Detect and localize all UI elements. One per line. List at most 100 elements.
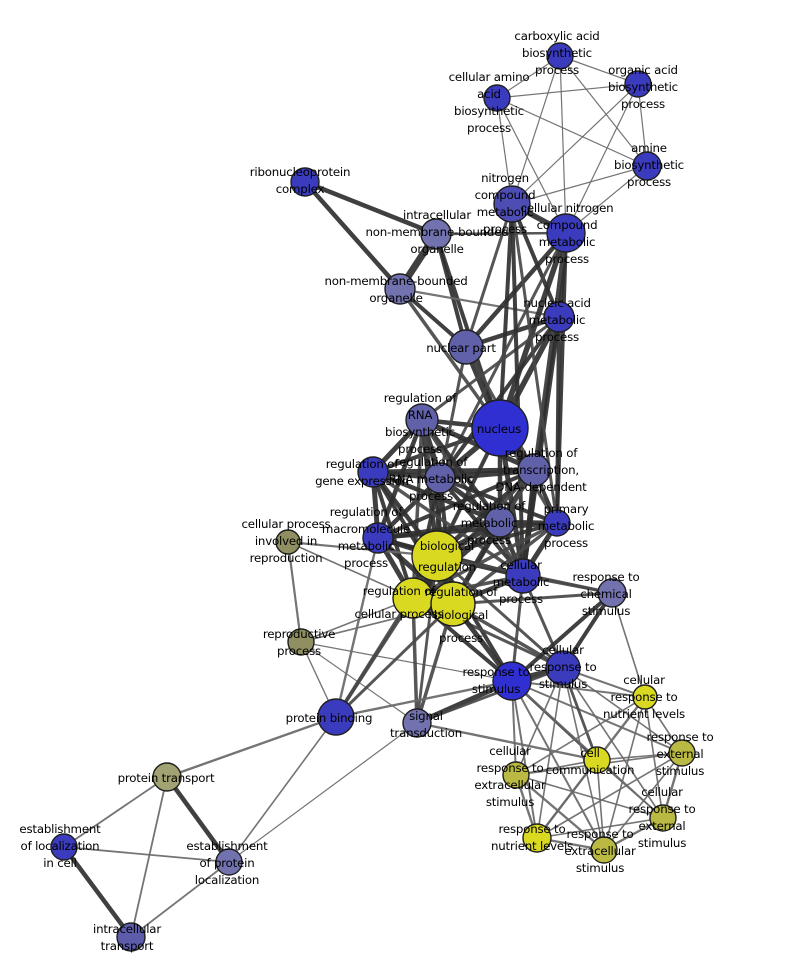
node-intracell-nmbo[interactable]	[420, 218, 452, 250]
node-nucleic-acid[interactable]	[543, 301, 575, 333]
node-biological-reg[interactable]	[411, 530, 463, 582]
edge-reg-gene-expr--cellular-metab	[372, 470, 524, 578]
edge-protein-transport--intracell-transport	[130, 776, 168, 938]
edge-nucleus--nitrogen	[498, 203, 514, 429]
node-nucleus[interactable]	[471, 399, 529, 457]
node-reg-gene-expr[interactable]	[357, 456, 389, 488]
node-cell-resp-stimulus[interactable]	[545, 650, 581, 686]
edge-cell-resp-nutrient--cell-resp-extracell	[515, 696, 646, 776]
edge-amino--amine	[496, 97, 648, 167]
node-cell-resp-extracell[interactable]	[502, 761, 530, 789]
node-intracell-transport[interactable]	[116, 922, 146, 952]
node-est-prot-loc[interactable]	[215, 848, 243, 876]
edge-cellular-nitrogen--primary-metab	[555, 232, 568, 524]
node-reg-macromol[interactable]	[362, 522, 394, 554]
edge-nucleic-acid--nitrogen	[510, 203, 561, 318]
node-reg-transcription[interactable]	[517, 453, 551, 487]
node-signal-transd[interactable]	[402, 708, 432, 738]
edge-pb--reg-biological	[334, 602, 455, 719]
edge-reg-gene-expr--reg-metabolic	[372, 469, 501, 525]
node-cell-proc-repro[interactable]	[275, 529, 301, 555]
node-nuclear-part[interactable]	[448, 329, 484, 365]
edge-pb--resp-stimulus	[335, 679, 513, 719]
edge-pb--protein-transport	[166, 715, 337, 779]
node-nitrogen[interactable]	[493, 185, 531, 223]
node-label-nucleus: nucleus	[477, 422, 521, 436]
node-carbox[interactable]	[546, 42, 574, 70]
node-label-protein-transport: protein transport	[118, 771, 215, 785]
node-reg-metabolic[interactable]	[484, 506, 516, 538]
edge-reg-macromol--primary-metab	[377, 521, 558, 540]
edge-est-loc-cell--est-prot-loc	[63, 846, 230, 863]
node-reg-rna-metab[interactable]	[424, 462, 456, 494]
node-ribo[interactable]	[290, 167, 320, 197]
node-organic[interactable]	[624, 70, 652, 98]
edge-primary-metab--reg-cellular	[412, 521, 558, 600]
edge-nucleus--cellular-nitrogen	[497, 232, 569, 429]
node-amine[interactable]	[632, 151, 662, 181]
edge-cell-comm--resp-extracell	[596, 759, 605, 851]
node-cellular-nitrogen[interactable]	[546, 213, 586, 253]
edge-resp-chemical--cell-resp-nutrient	[611, 592, 646, 698]
node-reg-rna-biosyn[interactable]	[405, 403, 439, 437]
edge-est-prot-loc--signal-transd	[228, 722, 418, 863]
node-cell-resp-nutrient[interactable]	[632, 684, 658, 710]
node-resp-nutrient[interactable]	[522, 823, 552, 853]
edge-est-loc-cell--intracell-transport	[62, 845, 133, 939]
node-resp-extracell[interactable]	[590, 836, 618, 864]
edge-resp-external--resp-extracell	[603, 752, 683, 851]
node-resp-external[interactable]	[668, 739, 696, 767]
node-cellular-metab[interactable]	[505, 558, 541, 594]
node-resp-chemical[interactable]	[597, 578, 627, 608]
node-reproductive[interactable]	[287, 628, 315, 656]
edge-signal-transd--reg-cellular	[411, 597, 419, 724]
node-amino[interactable]	[483, 84, 511, 112]
edge-signal-transd--cell-resp-stimulus	[416, 666, 564, 725]
node-cell-comm[interactable]	[583, 746, 611, 774]
edge-ribo--intracell-nmbo	[304, 179, 437, 237]
edge-organic--amino	[496, 83, 639, 99]
edge-organic--cellular-nitrogen	[565, 83, 639, 234]
edge-cell-proc-repro--reg-cellular	[287, 541, 414, 599]
node-nmbo[interactable]	[384, 273, 416, 305]
edge-cell-comm--resp-nutrient	[536, 759, 598, 839]
edge-cell-resp-stimulus--cell-resp-extracell	[515, 667, 564, 776]
node-primary-metab[interactable]	[543, 509, 571, 537]
edge-biological-reg--cell-resp-stimulus	[436, 554, 564, 670]
node-resp-stimulus[interactable]	[492, 661, 532, 701]
node-est-loc-cell[interactable]	[50, 833, 78, 861]
edge-cell-resp-extracell--cell-resp-external	[515, 774, 664, 819]
edge-nitrogen--cellular-metab	[510, 203, 525, 577]
node-protein-transport[interactable]	[152, 762, 182, 792]
edge-cell-comm--cell-resp-extracell	[515, 759, 598, 776]
edge-pb--reg-macromol	[334, 537, 380, 718]
node-cell-resp-external[interactable]	[649, 804, 677, 832]
edge-organic--nitrogen	[511, 83, 639, 205]
edge-cell-comm--cell-resp-external	[596, 759, 664, 819]
node-reg-biological[interactable]	[430, 581, 476, 627]
edge-resp-stimulus--cell-resp-nutrient	[511, 680, 646, 698]
node-pb[interactable]	[317, 698, 355, 736]
